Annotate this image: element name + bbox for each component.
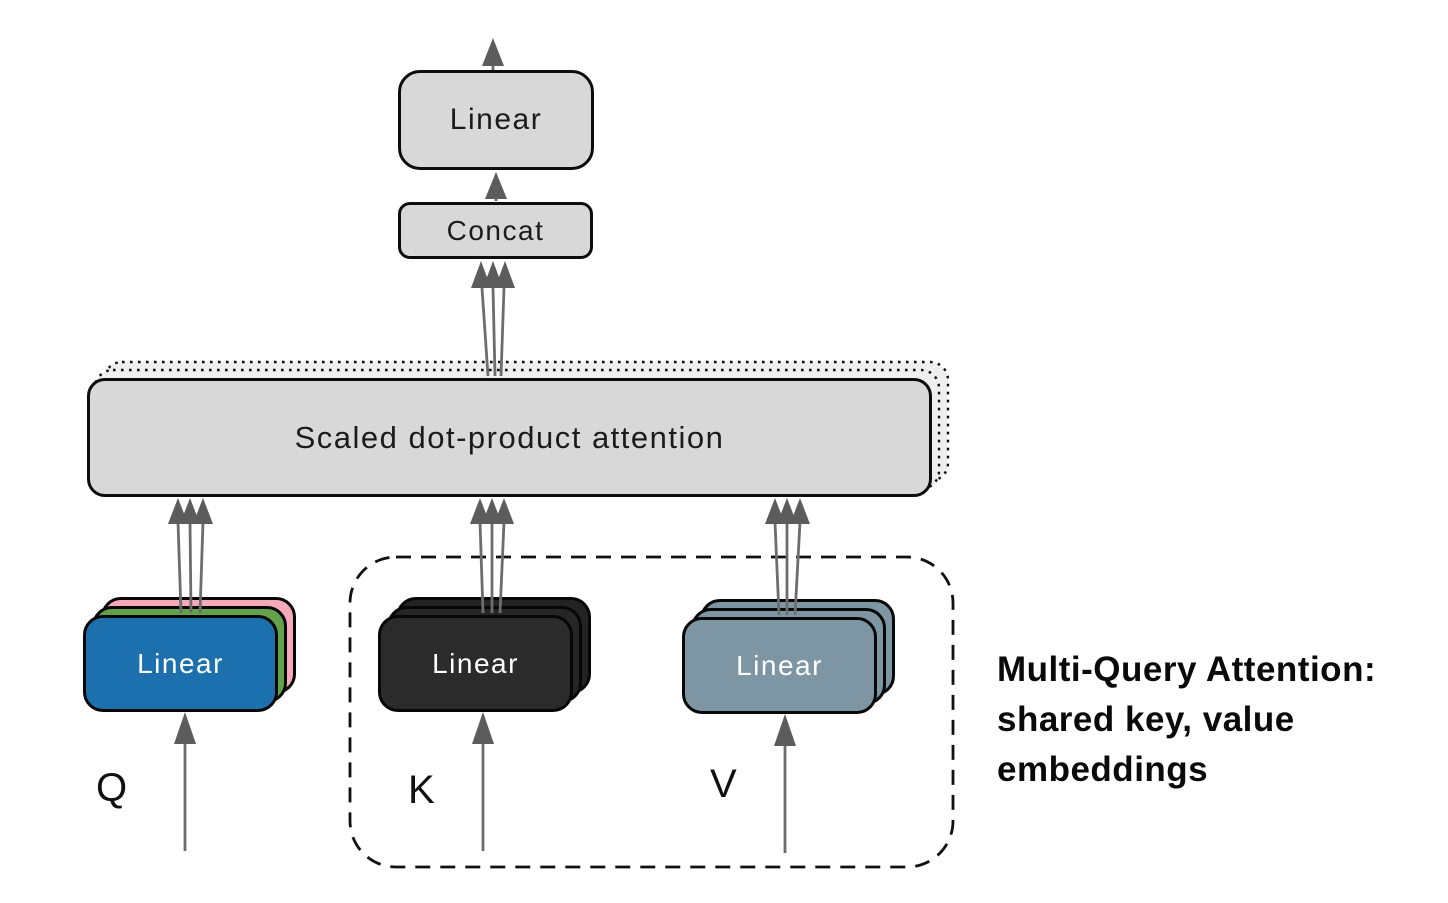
input-label-v: V [710, 762, 738, 806]
value-linear-label: Linear [736, 649, 823, 681]
scaled-dot-product-attention-block: Scaled dot-product attention [87, 378, 932, 497]
input-label-k: K [408, 768, 436, 812]
output-linear-block: Linear [398, 70, 594, 170]
query-linear-label: Linear [137, 647, 224, 679]
concat-label: Concat [446, 214, 545, 246]
annotation-line-2: shared key, value [997, 700, 1295, 739]
annotation-line-3: embeddings [997, 750, 1209, 789]
annotation-line-1: Multi-Query Attention: [997, 650, 1377, 689]
annotation-text: Multi-Query Attention: shared key, value… [997, 645, 1437, 795]
query-linear-block: Linear [83, 615, 278, 712]
key-linear-block: Linear [378, 615, 573, 712]
input-label-q: Q [96, 766, 129, 810]
concat-block: Concat [398, 202, 593, 259]
value-linear-block: Linear [682, 617, 877, 714]
key-linear-label: Linear [432, 647, 519, 679]
output-linear-label: Linear [449, 103, 543, 136]
attention-label: Scaled dot-product attention [294, 419, 725, 455]
